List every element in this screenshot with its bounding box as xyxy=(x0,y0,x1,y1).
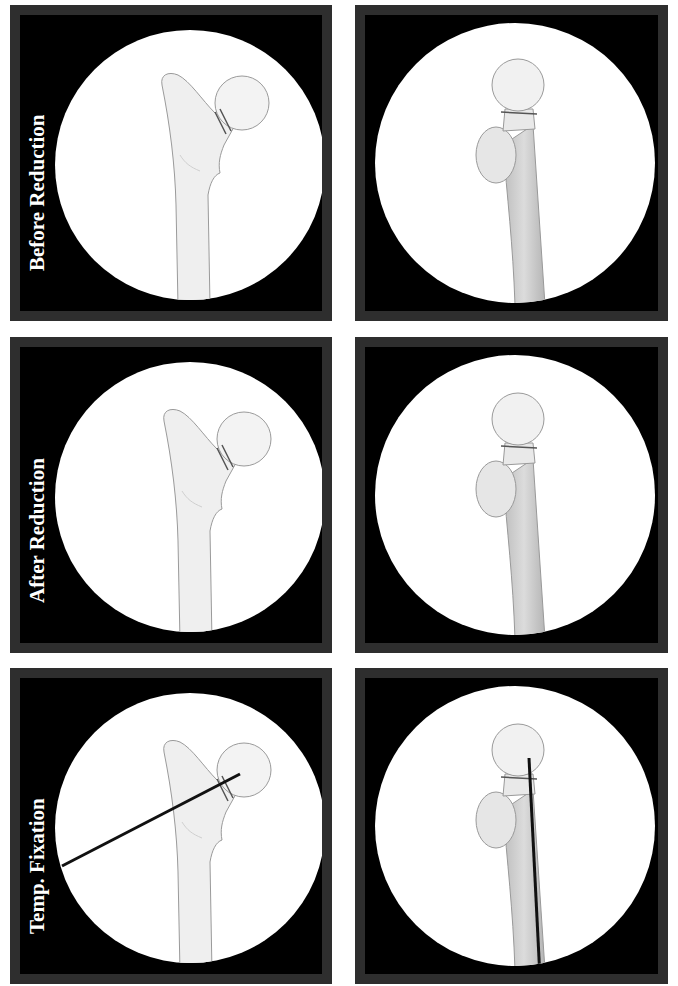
view-panel: Before Reduction xyxy=(10,5,332,321)
row-label: Before Reduction xyxy=(24,114,50,271)
view-panel: After Reduction xyxy=(10,337,332,653)
row-label: Temp. Fixation xyxy=(24,798,50,934)
view-panel: Temp. Fixation xyxy=(10,668,332,984)
row-label: After Reduction xyxy=(24,458,50,603)
